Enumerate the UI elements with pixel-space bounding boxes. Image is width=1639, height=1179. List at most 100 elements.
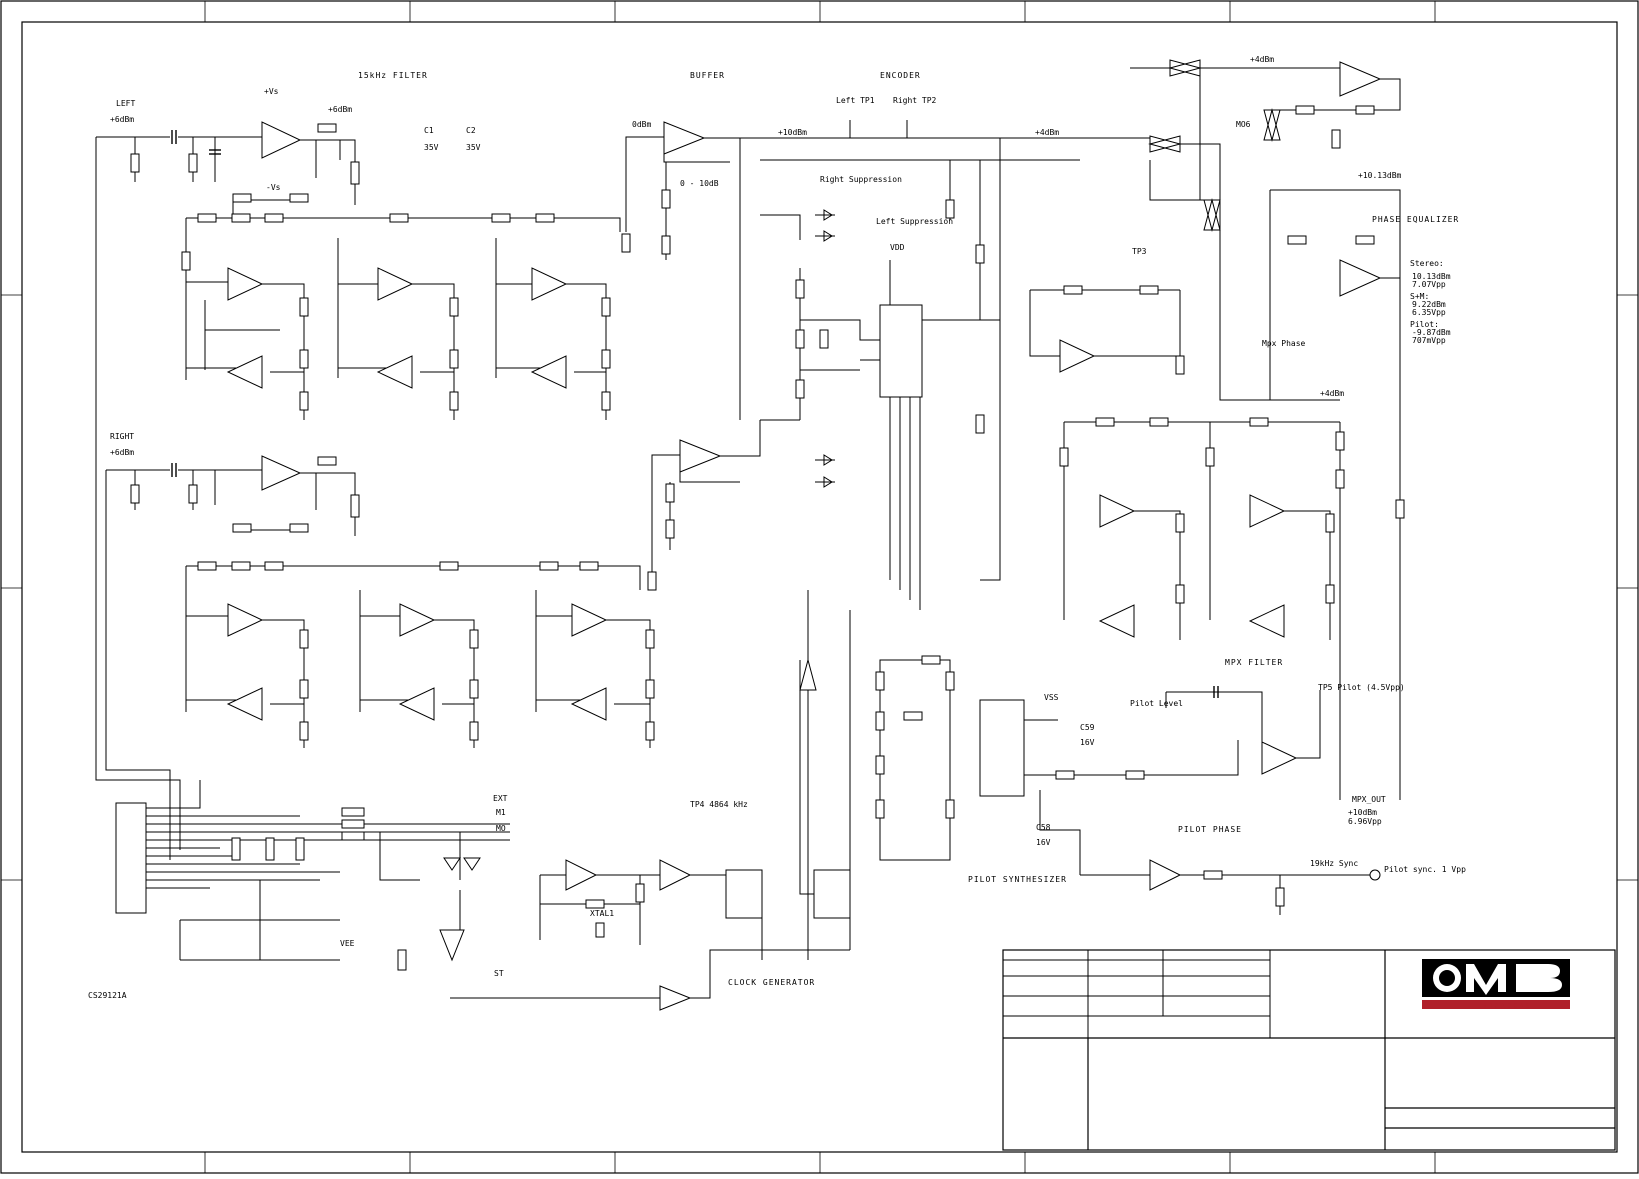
opamp-ic5a: [1059, 339, 1096, 373]
opamp-ic10a: [1149, 859, 1182, 891]
pilot-sync-connector: [1369, 869, 1381, 881]
opamp-ic3b: [530, 355, 567, 389]
opamp-ic4c: [679, 439, 722, 473]
level-encoder-left: +4dBm: [1035, 128, 1059, 137]
m1-net-label: M1: [496, 808, 506, 817]
opamp-ic3d: [663, 121, 706, 155]
pilot-section: [799, 590, 1381, 960]
cap-c58-rating: 16V: [1036, 838, 1051, 847]
section-mpx-filter-title: MPX FILTER: [1225, 658, 1283, 667]
spec-pilot-dbm: -9.87dBm: [1412, 328, 1451, 337]
spec-stereo-vpp: 7.07Vpp: [1412, 280, 1446, 289]
opamp-ic6b: [1249, 494, 1286, 528]
inverter-ic10e: [659, 859, 692, 891]
opamp-ic1d: [227, 267, 264, 301]
st-net-label: ST: [494, 969, 504, 978]
spec-pilot-vpp: 707mVpp: [1412, 336, 1446, 345]
right-suppression-label: Right Suppression: [820, 175, 902, 184]
channel-right-label: RIGHT: [110, 432, 134, 441]
mpx-out-label: MPX_OUT: [1352, 795, 1386, 804]
sync-19khz-label: 19kHz Sync: [1310, 859, 1358, 868]
clock-generator: [439, 610, 851, 1011]
left-filter-network: [96, 121, 664, 420]
mpx-filter-network: [1029, 285, 1345, 800]
section-filter-title: 15kHz FILTER: [358, 71, 428, 80]
rail-vee: VEE: [340, 939, 355, 948]
inverter-ic10c: [659, 985, 692, 1011]
omb-logo-band: [1422, 1000, 1570, 1009]
rail-plus-vs: +Vs: [264, 87, 279, 96]
cap-c1-name: C1: [424, 126, 434, 135]
cap-c59-rating: 16V: [1080, 738, 1095, 747]
pilot-sync-label: Pilot sync. 1 Vpp: [1384, 865, 1466, 874]
cap-c1-rating: 35V: [424, 143, 439, 152]
opamp-ic5d: [1099, 494, 1136, 528]
mpx-phase-label: Mpx Phase: [1262, 339, 1306, 348]
opamp-ic2a: [398, 687, 435, 721]
opamp-ic4d: [226, 687, 263, 721]
test-point-tp3: TP3: [1132, 247, 1147, 256]
section-pilot-synth-title: PILOT SYNTHESIZER: [968, 875, 1067, 884]
opamp-ic5c: [1098, 604, 1135, 638]
opamp-ic3c: [226, 355, 263, 389]
ic-ic11a: [725, 869, 763, 919]
level-buffer-out: +10dBm: [778, 128, 807, 137]
spec-pilot-heading: Pilot:: [1410, 320, 1439, 329]
mo-net-label: MO: [496, 824, 506, 833]
omb-logo-word: BROADCAST: [1482, 1002, 1538, 1010]
test-point-tp5: TP5 Pilot (4.5Vpp): [1318, 683, 1405, 692]
channel-right-level: +6dBm: [110, 448, 134, 457]
section-clock-gen-title: CLOCK GENERATOR: [728, 978, 815, 987]
level-selector-10db: 0 - 10dB: [680, 179, 719, 188]
opamp-ic5b: [1261, 741, 1298, 775]
switch-ic7: [1130, 59, 1405, 800]
spec-sm-heading: S+M:: [1410, 292, 1429, 301]
rail-minus-vs: -Vs: [266, 183, 281, 192]
section-buffer-title: BUFFER: [690, 71, 725, 80]
opamp-ic3a: [531, 267, 568, 301]
connector-p1: [95, 137, 510, 971]
opamp-ic2d: [261, 455, 302, 491]
title-block: [1002, 949, 1616, 1151]
rail-vss: VSS: [1044, 693, 1059, 702]
ic-ic9: [979, 699, 1025, 797]
rail-vdd: VDD: [890, 243, 905, 252]
section-pilot-phase-title: PILOT PHASE: [1178, 825, 1242, 834]
ic-ic8: [879, 304, 923, 398]
ext-net-label: EXT: [493, 794, 508, 803]
cap-c59-name: C59: [1080, 723, 1095, 732]
mpx-out-vpp: 6.96Vpp: [1348, 817, 1382, 826]
opamp-ic4a: [570, 687, 607, 721]
test-point-tp2: Right TP2: [893, 96, 937, 105]
opamp-ic2c: [227, 603, 264, 637]
channel-left-label: LEFT: [116, 99, 135, 108]
channel-left-level: +6dBm: [110, 115, 134, 124]
omb-logo: OMB BROADCAST: [1422, 959, 1570, 1010]
test-point-tp1: Left TP1: [836, 96, 875, 105]
level-ic1c-out: +6dBm: [328, 105, 352, 114]
opamp-ic6d: [1339, 61, 1382, 97]
document-number: CS29121A: [88, 991, 127, 1000]
spec-sm-vpp: 6.35Vpp: [1412, 308, 1446, 317]
opamp-ic1c: [261, 121, 302, 159]
level-phase-out: +10.13dBm: [1358, 171, 1402, 180]
opamp-ic6a: [1248, 604, 1285, 638]
opamp-ic10d: [799, 658, 817, 691]
inverter-ic10f: [565, 859, 598, 891]
encoder-stage: [740, 120, 1150, 610]
pilot-level-label: Pilot Level: [1130, 699, 1183, 708]
opamp-ic4b: [571, 603, 608, 637]
section-phase-eq-title: PHASE EQUALIZER: [1372, 215, 1459, 224]
mo6-net-label: MO6: [1236, 120, 1251, 129]
right-filter-network: [106, 454, 680, 748]
left-suppression-label: Left Suppression: [876, 217, 953, 226]
connector-p1-body: [115, 802, 147, 914]
spec-sm-dbm: 9.22dBm: [1412, 300, 1446, 309]
cap-c2-rating: 35V: [466, 143, 481, 152]
xtal-label: XTAL1: [590, 909, 614, 918]
inverter-ic10b: [439, 929, 465, 962]
mpx-out-level: +10dBm: [1348, 808, 1377, 817]
